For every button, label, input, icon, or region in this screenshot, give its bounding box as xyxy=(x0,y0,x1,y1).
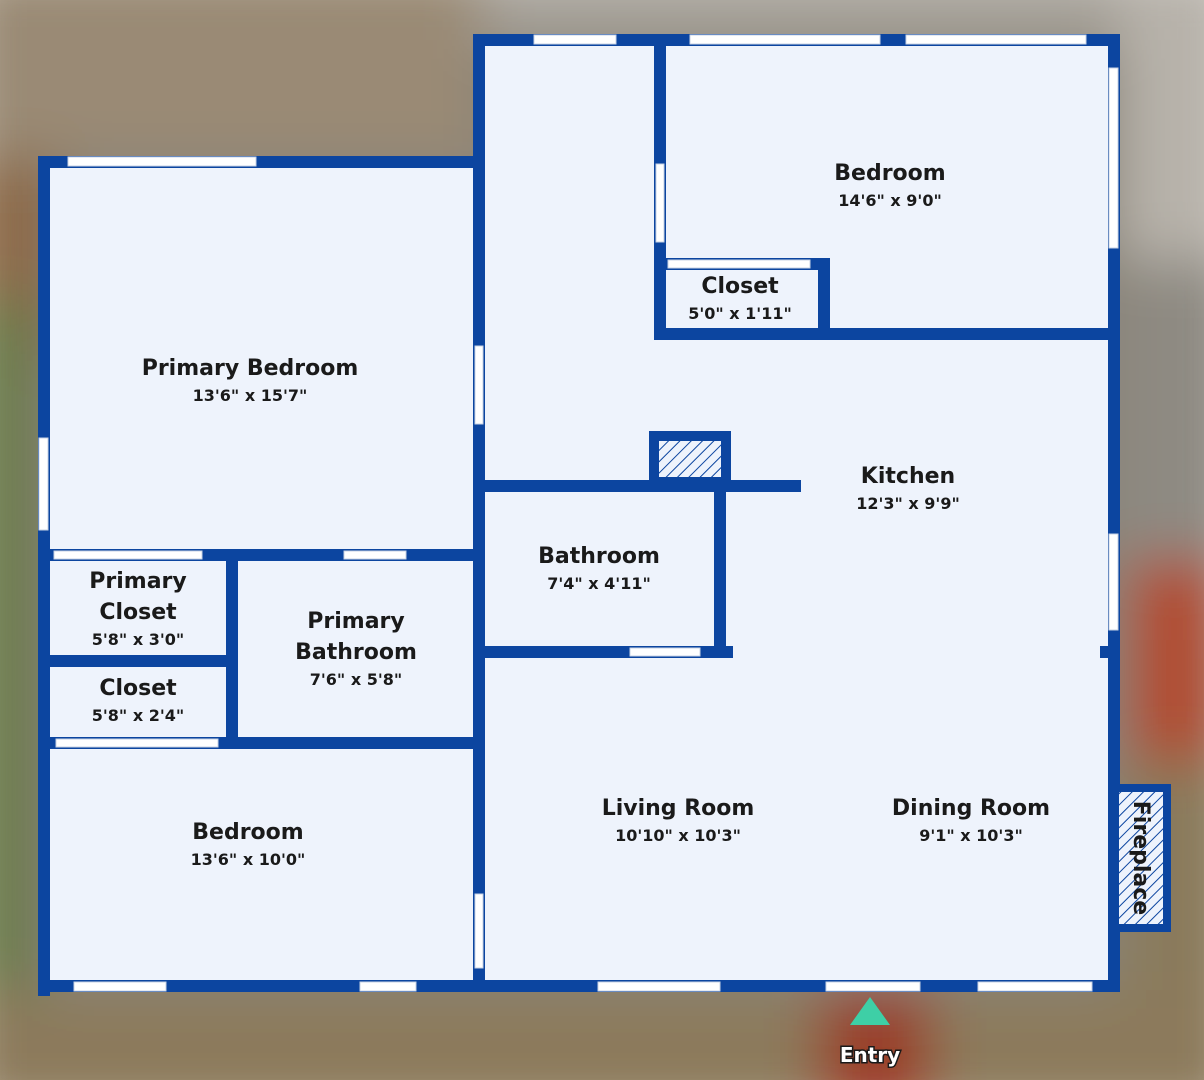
room-name: Living Room xyxy=(602,796,755,821)
room-bedroom-top: Bedroom 14'6" x 9'0" xyxy=(834,161,945,210)
entry-arrow-icon xyxy=(850,997,890,1025)
room-dimensions: 14'6" x 9'0" xyxy=(838,191,942,210)
floor xyxy=(44,40,1116,990)
room-living-room: Living Room 10'10" x 10'3" xyxy=(602,796,755,845)
room-kitchen: Kitchen 12'3" x 9'9" xyxy=(856,464,960,513)
entry-label: Entry xyxy=(840,1043,900,1067)
room-dimensions: 10'10" x 10'3" xyxy=(615,826,741,845)
room-name-line-1: Primary xyxy=(89,569,186,594)
room-primary-closet: Primary Closet 5'8" x 3'0" xyxy=(89,569,186,649)
room-bathroom: Bathroom 7'4" x 4'11" xyxy=(538,544,660,593)
room-name-line-2: Closet xyxy=(99,600,177,625)
room-closet-top: Closet 5'0" x 1'11" xyxy=(688,274,792,323)
fireplace-label: Fireplace xyxy=(1128,801,1153,915)
windows-and-openings xyxy=(38,34,1119,992)
room-dimensions: 13'6" x 15'7" xyxy=(193,386,308,405)
room-name: Bathroom xyxy=(538,544,660,569)
room-name: Bedroom xyxy=(834,161,945,186)
fireplace: Fireplace xyxy=(1111,784,1171,932)
room-primary-bathroom: Primary Bathroom 7'6" x 5'8" xyxy=(295,609,417,689)
room-closet-left: Closet 5'8" x 2'4" xyxy=(92,676,184,725)
room-dimensions: 9'1" x 10'3" xyxy=(919,826,1023,845)
room-dimensions: 12'3" x 9'9" xyxy=(856,494,960,513)
entry-marker: Entry xyxy=(838,997,902,1069)
room-name: Bedroom xyxy=(192,820,303,845)
room-dimensions: 5'0" x 1'11" xyxy=(688,304,792,323)
room-name: Dining Room xyxy=(892,796,1050,821)
room-name-line-1: Primary xyxy=(307,609,404,634)
room-dimensions: 13'6" x 10'0" xyxy=(191,850,306,869)
room-dimensions: 5'8" x 3'0" xyxy=(92,630,184,649)
room-dining-room: Dining Room 9'1" x 10'3" xyxy=(892,796,1050,845)
room-primary-bedroom: Primary Bedroom 13'6" x 15'7" xyxy=(142,356,359,405)
room-name: Kitchen xyxy=(861,464,955,489)
room-bedroom-bottom: Bedroom 13'6" x 10'0" xyxy=(191,820,306,869)
room-name-line-2: Bathroom xyxy=(295,640,417,665)
room-dimensions: 5'8" x 2'4" xyxy=(92,706,184,725)
room-dimensions: 7'6" x 5'8" xyxy=(310,670,402,689)
room-dimensions: 7'4" x 4'11" xyxy=(547,574,651,593)
room-name: Closet xyxy=(99,676,177,701)
room-name: Primary Bedroom xyxy=(142,356,359,381)
room-name: Closet xyxy=(701,274,779,299)
